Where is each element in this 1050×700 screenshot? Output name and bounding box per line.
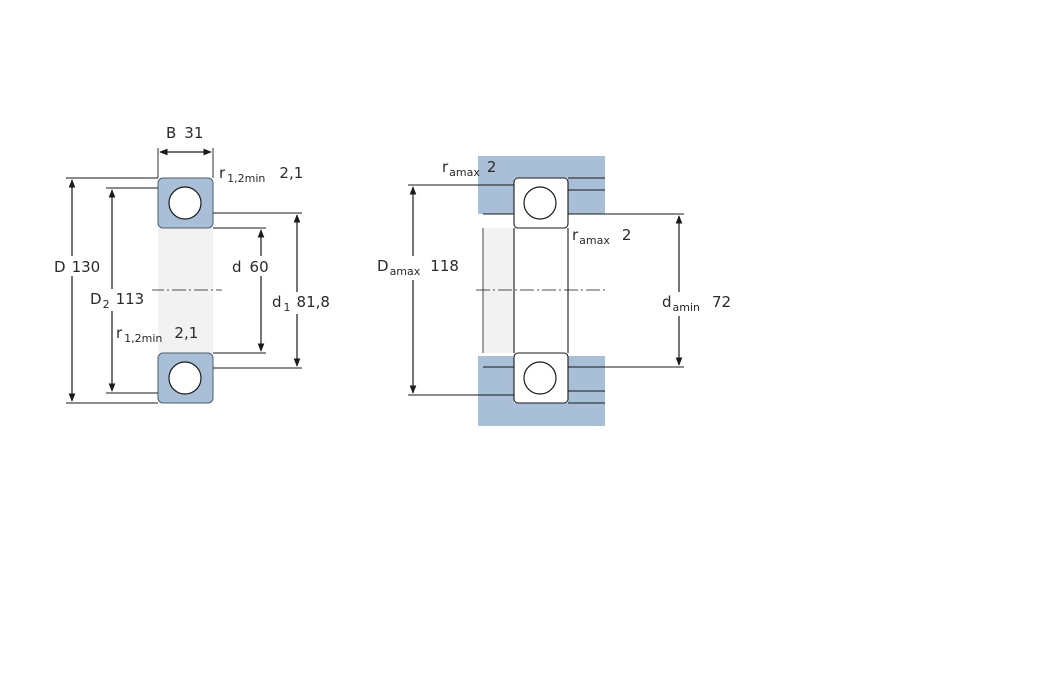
bottom-bearing-outline (513, 352, 569, 404)
top-ball-mount (523, 186, 557, 220)
top-ball (168, 186, 202, 220)
bore-area (158, 228, 213, 353)
top-bearing-outline (513, 177, 569, 229)
bottom-ball (168, 361, 202, 395)
bottom-ball-mount (523, 361, 557, 395)
